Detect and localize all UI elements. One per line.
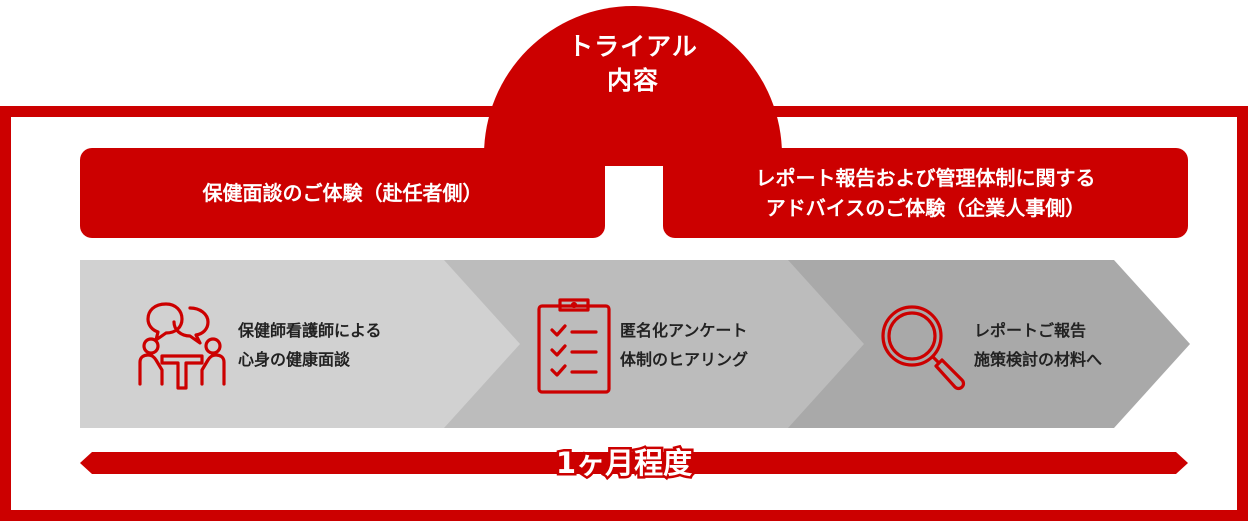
card-report-advice-experience: レポート報告および管理体制に関する アドバイスのご体験（企業人事側） [663, 148, 1188, 238]
step-3-line-1: レポートご報告 [974, 321, 1087, 340]
step-3-text: レポートご報告 施策検討の材料へ [974, 316, 1102, 374]
step-1-line-2: 心身の健康面談 [238, 350, 351, 369]
step-2-line-1: 匿名化アンケート [620, 321, 748, 340]
magnifier-icon [881, 305, 966, 391]
page-title: トライアル 内容 [484, 30, 782, 98]
step-1-line-1: 保健師看護師による [238, 321, 382, 340]
step-2-line-2: 体制のヒアリング [620, 350, 749, 369]
clipboard-checklist-icon [537, 298, 611, 394]
people-chat-icon [138, 302, 226, 390]
title-line-1: トライアル [568, 32, 698, 61]
step-1-text: 保健師看護師による 心身の健康面談 [238, 316, 382, 374]
step-arrow-1 [80, 260, 520, 428]
title-line-2: 内容 [606, 66, 659, 95]
card-label-line-2: アドバイスのご体験（企業人事側） [765, 196, 1086, 220]
card-label: 保健面談のご体験（赴任者側） [202, 181, 483, 205]
timeline-bar [80, 452, 1188, 474]
card-label-line-1: レポート報告および管理体制に関する [755, 166, 1096, 190]
step-3-line-2: 施策検討の材料へ [974, 350, 1103, 369]
card-interview-experience: 保健面談のご体験（赴任者側） [80, 148, 605, 238]
timeline-duration-label: 1ヶ月程度 [553, 444, 694, 483]
step-2-text: 匿名化アンケート 体制のヒアリング [620, 316, 748, 374]
